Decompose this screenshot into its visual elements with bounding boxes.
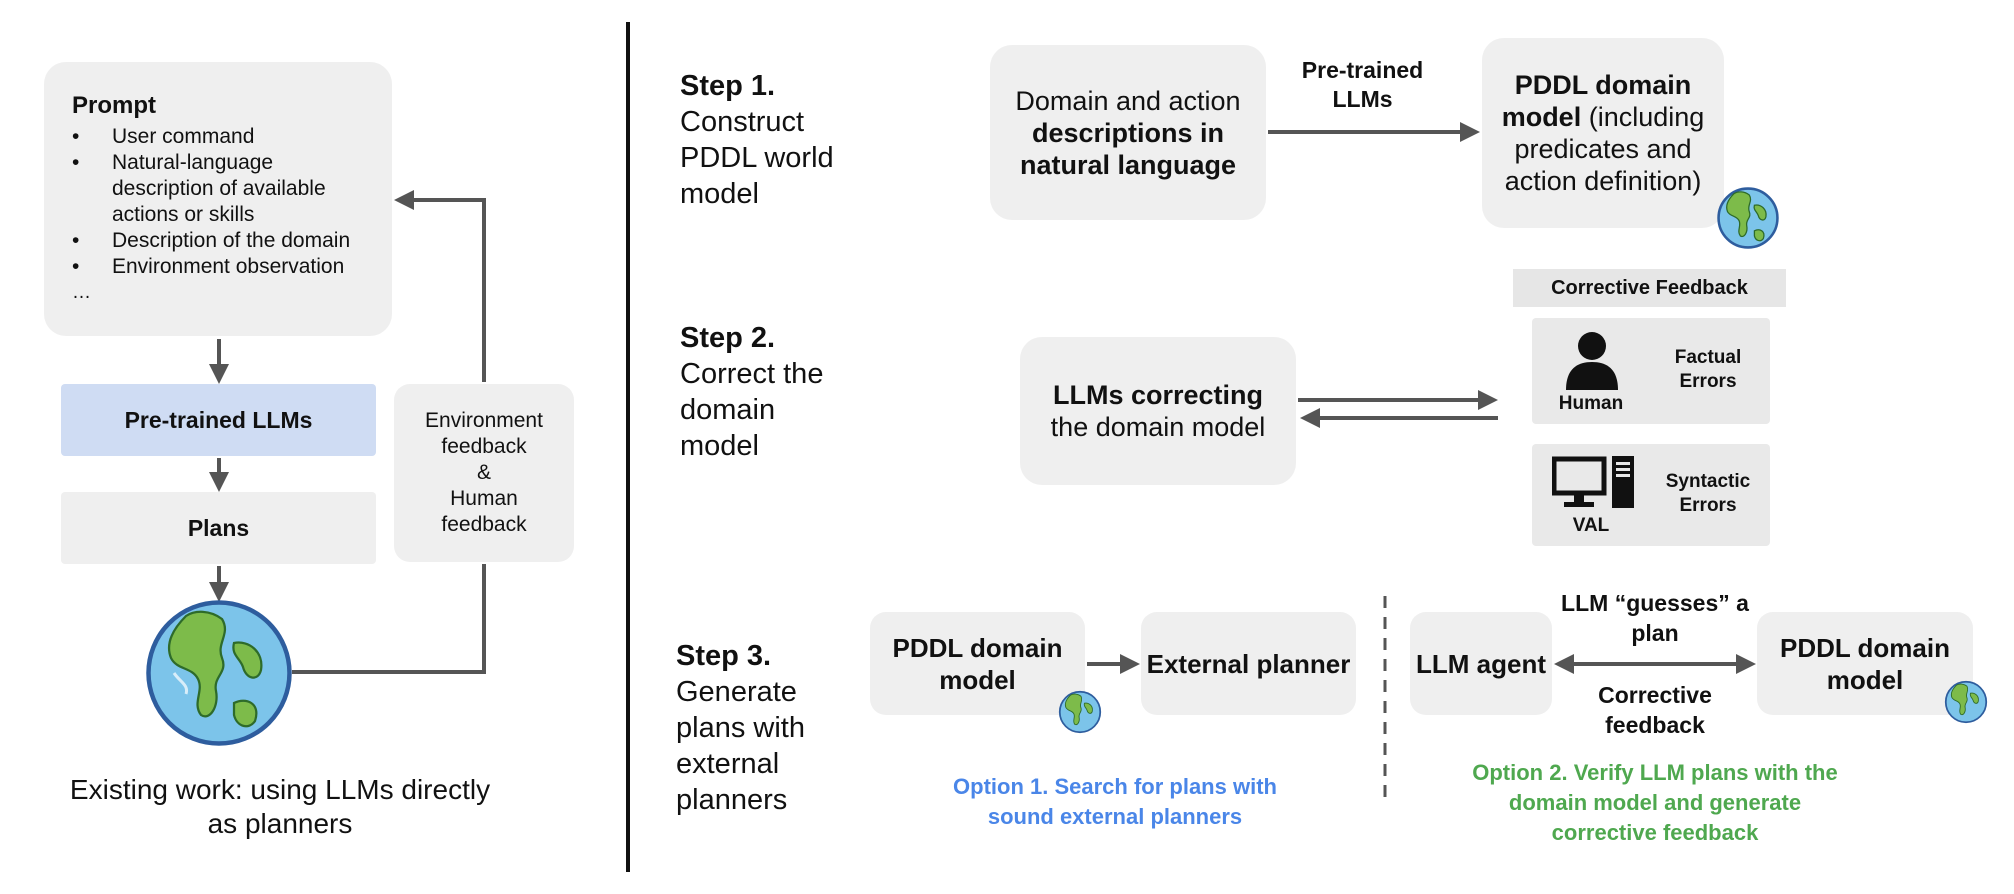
prompt-list: User command Natural-language descriptio… <box>72 124 364 280</box>
pddl-domain-model-box: PDDL domain model (including predicates … <box>1482 38 1724 228</box>
step3-desc-line: external <box>676 748 780 780</box>
llm-agent-box: LLM agent <box>1410 612 1552 715</box>
plans-box: Plans <box>61 492 376 564</box>
human-label: Human <box>1558 393 1624 414</box>
val-feedback-box: VAL Syntactic Errors <box>1532 444 1770 546</box>
feedback-line: Environment <box>425 409 543 432</box>
step3-pddl-box-2: PDDL domain model <box>1757 612 1973 715</box>
external-planner-box: External planner <box>1141 612 1356 715</box>
factual-errors-label: Factual Errors <box>1674 347 1742 392</box>
feedback-line: feedback <box>441 513 527 536</box>
step3-desc-line: planners <box>676 784 788 816</box>
computer-icon <box>1552 456 1634 508</box>
domain-description-box: Domain and action descriptions in natura… <box>990 45 1266 220</box>
llm-guesses-label: LLM “guesses” a plan <box>1561 590 1749 646</box>
corrective-feedback-header: Corrective Feedback <box>1513 269 1786 307</box>
step3-pddl-box: PDDL domain model <box>870 612 1085 715</box>
step3-desc-line: plans with <box>676 712 805 744</box>
step1-desc-line: Construct <box>680 106 805 138</box>
step1-desc-line: PDDL world <box>680 142 834 174</box>
person-icon <box>1566 332 1618 390</box>
option2-caption: Option 2. Verify LLM plans with the doma… <box>1472 760 1838 845</box>
prompt-item: Natural-language description of availabl… <box>72 150 364 228</box>
correcting-box-bold: LLMs correcting <box>1052 380 1263 410</box>
step1-arrow-label: Pre-trained LLMs <box>1301 57 1424 112</box>
step1-label: Step 1. Construct PDDL world model <box>680 68 834 212</box>
syntactic-errors-label: Syntactic Errors <box>1665 471 1751 516</box>
vertical-divider <box>626 22 630 872</box>
step2-desc-line: Correct the <box>680 358 824 390</box>
feedback-line: & <box>476 461 491 484</box>
step3-label: Step 3. Generate plans with external pla… <box>676 638 805 818</box>
step3-desc-line: Generate <box>676 676 797 708</box>
human-feedback-box: Human Factual Errors <box>1532 318 1770 424</box>
step2-desc-line: model <box>680 430 759 462</box>
prompt-item: User command <box>72 124 364 150</box>
llm-correcting-box: LLMs correcting the domain model <box>1020 337 1296 485</box>
prompt-item: Description of the domain <box>72 228 364 254</box>
arrow-feedback-to-prompt <box>394 190 486 382</box>
domain-box-bold: descriptions in natural language <box>1019 117 1237 180</box>
feedback-box: Environment feedback & Human feedback <box>394 384 574 562</box>
step1-desc-line: model <box>680 178 759 210</box>
option1-caption: Option 1. Search for plans with sound ex… <box>953 774 1277 829</box>
prompt-title: Prompt <box>72 92 156 119</box>
pddl-box-bold: PDDL domain model <box>1501 70 1692 132</box>
corrective-feedback-label: Corrective feedback <box>1598 682 1712 738</box>
globe-icon <box>146 600 292 746</box>
pretrained-llm-box: Pre-trained LLMs <box>61 384 376 456</box>
globe-icon <box>1058 690 1102 734</box>
step3-heading: Step 3. <box>676 640 772 672</box>
globe-icon <box>1944 680 1988 724</box>
feedback-line: feedback <box>441 435 527 458</box>
line-world-to-feedback <box>292 564 486 674</box>
correcting-box-plain: the domain model <box>1050 412 1266 442</box>
val-label: VAL <box>1572 515 1610 536</box>
domain-box-plain: Domain and action <box>1015 85 1241 116</box>
prompt-ellipsis: … <box>72 282 91 303</box>
step1-heading: Step 1. <box>680 70 776 102</box>
globe-icon <box>1717 187 1779 249</box>
step2-label: Step 2. Correct the domain model <box>680 320 823 464</box>
pddl-box-plain: (including predicates and action definit… <box>1504 102 1705 196</box>
step2-heading: Step 2. <box>680 322 776 354</box>
prompt-box: Prompt User command Natural-language des… <box>44 62 392 336</box>
prompt-item: Environment observation <box>72 254 364 280</box>
feedback-line: Human <box>450 487 518 510</box>
existing-work-caption: Existing work: using LLMs directly as pl… <box>69 774 491 839</box>
step2-desc-line: domain <box>680 394 776 426</box>
